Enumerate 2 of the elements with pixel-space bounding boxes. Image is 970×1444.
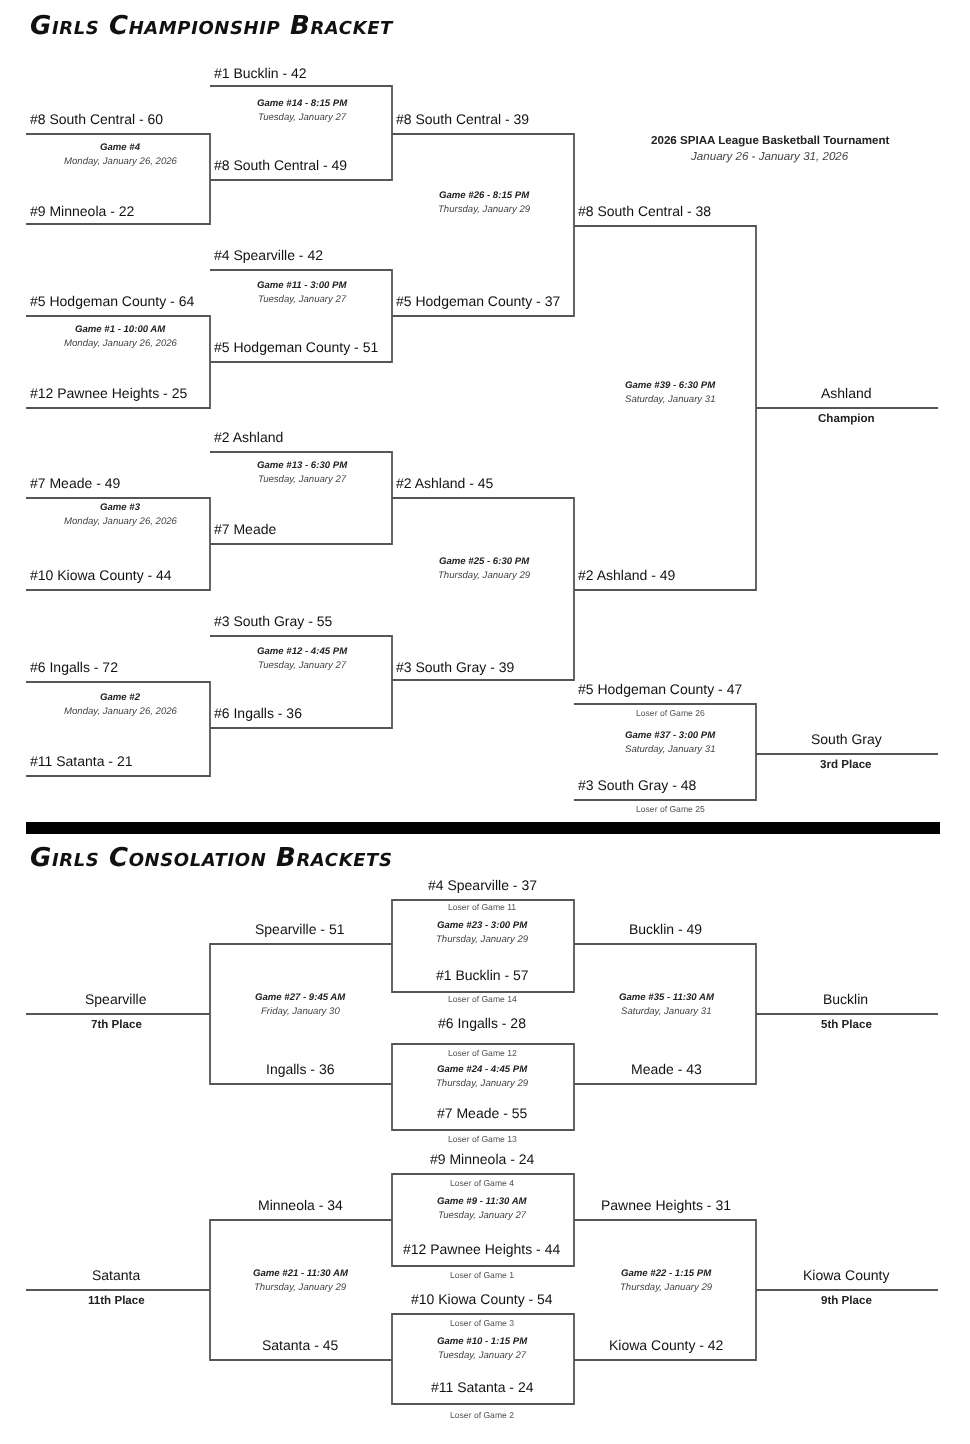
section-heading: Girls Championship Bracket	[30, 13, 393, 43]
section-heading: Girls Consolation Brackets	[30, 845, 393, 875]
